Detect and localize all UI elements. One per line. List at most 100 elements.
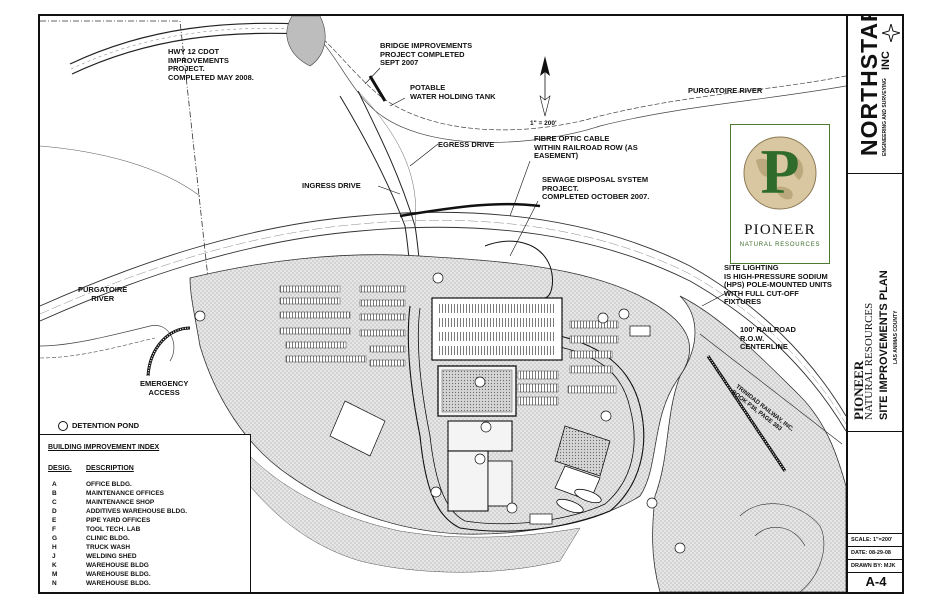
index-header-description: DESCRIPTION — [86, 465, 134, 472]
emergency-access-road — [146, 326, 191, 377]
railroad-row-note-line: R.O.W. — [740, 333, 765, 343]
index-row-description: TRUCK WASH — [86, 544, 131, 551]
index-row: K WAREHOUSE BLDG — [48, 562, 149, 570]
title-block: NORTHSTAR ENGINEERING AND SURVEYING INC … — [846, 16, 902, 592]
potable-water-note-line: WATER HOLDING TANK — [410, 91, 496, 101]
south-grounds — [249, 455, 581, 573]
hwy-12-note-line: PROJECT. — [168, 64, 205, 73]
sewage-note-line: SEWAGE DISPOSAL SYSTEM — [542, 175, 649, 184]
client-subname: NATURAL RESOURCES — [863, 302, 875, 420]
index-row-description: PIPE YARD OFFICES — [86, 517, 151, 524]
blank-block — [848, 432, 902, 534]
railroad-row-note-line: 100' RAILROAD — [740, 325, 796, 334]
index-row-description: MAINTENANCE SHOP — [86, 499, 155, 506]
detention-pond-text: DETENTION POND — [72, 420, 140, 430]
index-row-desig: K — [52, 562, 57, 569]
index-row-description: CLINIC BLDG. — [86, 535, 130, 542]
purgatoire-river-west — [40, 325, 175, 362]
pioneer-logo: P PIONEER NATURAL RESOURCES — [730, 124, 830, 264]
hwy-12-note-line: IMPROVEMENTS — [168, 55, 229, 65]
hwy-12-note: HWY 12 CDOT IMPROVEMENTS PROJECT. COMPLE… — [168, 47, 254, 82]
detention-pond-label: DETENTION POND — [58, 421, 139, 431]
sewage-note-line: COMPLETED OCTOBER 2007. — [542, 192, 650, 201]
railroad-row-note: 100' RAILROAD R.O.W. CENTERLINE — [740, 325, 796, 352]
railroad-row-note-line: CENTERLINE — [740, 342, 788, 351]
index-row-description: WELDING SHED — [86, 553, 137, 560]
index-row: B MAINTENANCE OFFICES — [48, 490, 164, 498]
pioneer-logo-name: PIONEER — [744, 222, 816, 238]
index-row-description: WAREHOUSE BLDG — [86, 562, 149, 569]
potable-water-note: POTABLE WATER HOLDING TANK — [410, 83, 496, 101]
index-row: A OFFICE BLDG. — [48, 481, 132, 489]
index-row-desig: C — [52, 499, 57, 506]
index-title: BUILDING IMPROVEMENT INDEX — [48, 444, 160, 451]
index-row-description: OFFICE BLDG. — [86, 481, 132, 488]
pioneer-logo-letter: P — [760, 136, 800, 207]
date-value: DATE: 08-29-08 — [851, 550, 891, 556]
fibre-optic-note-line: WITHIN RAILROAD ROW (AS — [534, 142, 638, 152]
index-row: H TRUCK WASH — [48, 544, 130, 552]
building-improvement-index: BUILDING IMPROVEMENT INDEX DESIG. DESCRI… — [40, 434, 251, 592]
east-grounds — [652, 295, 846, 592]
purgatoire-river-label-line: RIVER — [91, 293, 115, 303]
pipe-yard — [329, 400, 386, 457]
firm-block: NORTHSTAR ENGINEERING AND SURVEYING INC — [848, 16, 902, 174]
fibre-optic-note-line: FIBRE OPTIC CABLE — [534, 134, 610, 143]
purgatoire-river-label-north: PURGATOIRE RIVER — [688, 86, 763, 95]
drawn-by-value: DRAWN BY: MJK — [851, 563, 896, 569]
firm-subtitle: ENGINEERING AND SURVEYING — [882, 78, 888, 156]
parcel-boundary-west — [40, 145, 201, 197]
site-lighting-note: SITE LIGHTING IS HIGH-PRESSURE SODIUM (H… — [724, 263, 832, 307]
purgatoire-river-label-west: PURGATOIRE RIVER — [78, 285, 128, 303]
bridge-note-line: BRIDGE IMPROVEMENTS — [380, 41, 473, 50]
sheet-title: SITE IMPROVEMENTS PLAN — [878, 270, 890, 420]
bridge-note-line: SEPT 2007 — [380, 58, 419, 67]
index-row-desig: F — [52, 526, 56, 533]
index-row-desig: A — [52, 481, 57, 488]
purgatoire-river-north — [294, 20, 846, 143]
emergency-access-label: EMERGENCY ACCESS — [140, 379, 189, 397]
index-row: D ADDITIVES WAREHOUSE BLDG. — [48, 508, 187, 516]
hwy-12-note-line: COMPLETED MAY 2008. — [168, 72, 254, 82]
railroad-row — [40, 211, 846, 417]
pioneer-logo-emblem — [743, 136, 817, 210]
site-lighting-note-line: IS HIGH-PRESSURE SODIUM — [724, 271, 828, 281]
site-plan-map — [40, 16, 846, 592]
index-row-desig: M — [52, 571, 58, 578]
north-star-icon — [882, 24, 900, 42]
site-loop-road — [407, 305, 645, 532]
parcel-boundary-north — [40, 20, 209, 279]
bridge-note: BRIDGE IMPROVEMENTS PROJECT COMPLETED SE… — [380, 41, 473, 68]
date-row: DATE: 08-29-08 — [848, 547, 902, 560]
sewage-note-line: PROJECT. — [542, 183, 579, 193]
map-scale-label: 1" = 200' — [530, 120, 557, 127]
index-row-description: MAINTENANCE OFFICES — [86, 490, 164, 497]
fibre-optic-note-line: EASEMENT) — [534, 151, 579, 160]
index-row-desig: B — [52, 490, 57, 497]
egress-drive-label: EGRESS DRIVE — [438, 140, 495, 149]
sheet-title-block: PIONEER NATURAL RESOURCES SITE IMPROVEME… — [848, 174, 902, 432]
scale-value: SCALE: 1"=200' — [851, 537, 893, 543]
firm-inc: INC — [880, 51, 892, 70]
ingress-drive-label: INGRESS DRIVE — [302, 181, 361, 190]
index-row-desig: H — [52, 544, 57, 551]
index-row-desig: E — [52, 517, 57, 524]
index-row-description: ADDITIVES WAREHOUSE BLDG. — [86, 508, 188, 515]
hwy-12-note-line: HWY 12 CDOT — [168, 47, 220, 56]
index-row-desig: G — [52, 535, 58, 542]
index-row-description: WAREHOUSE BLDG. — [86, 571, 151, 578]
scale-row: SCALE: 1"=200' — [848, 534, 902, 547]
index-row-desig: D — [52, 508, 57, 515]
index-row: C MAINTENANCE SHOP — [48, 499, 154, 507]
detention-pond-icon — [58, 421, 68, 431]
pioneer-logo-subtitle: NATURAL RESOURCES — [739, 242, 821, 248]
purgatoire-river-label-line: PURGATOIRE — [78, 285, 128, 294]
index-row-desig: N — [52, 580, 57, 587]
index-row: F TOOL TECH. LAB — [48, 526, 140, 534]
index-row-description: TOOL TECH. LAB — [86, 526, 141, 533]
index-header-desig: DESIG. — [48, 465, 72, 472]
drawn-by-row: DRAWN BY: MJK — [848, 560, 902, 573]
emergency-access-label-line: EMERGENCY — [140, 379, 189, 388]
